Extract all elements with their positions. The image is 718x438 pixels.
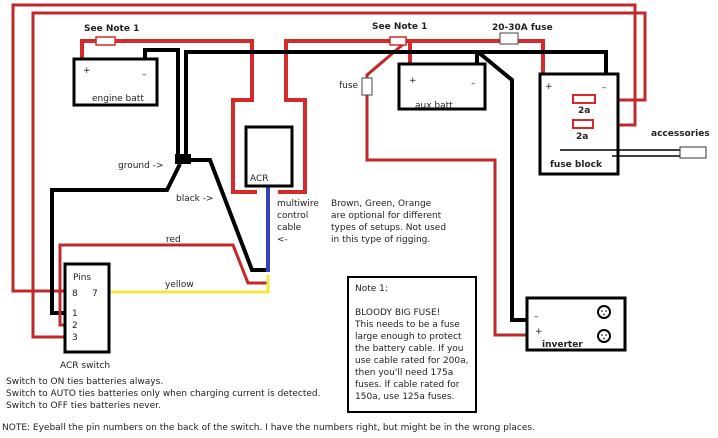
fuse-2a-2 [572, 119, 594, 129]
inverter-positive-wire [365, 39, 527, 337]
outlet-icon [597, 329, 611, 343]
multiwire-label: control [277, 211, 308, 221]
engine-ground-wire [143, 48, 180, 158]
note-line: large enough to protect [355, 332, 462, 342]
inverter-minus: – [534, 312, 539, 322]
note-line: types of setups. Not used [331, 223, 446, 233]
inverter-negative-wire [476, 50, 527, 322]
inverter-label: inverter [542, 340, 583, 350]
note-line: then you'll need 175a [355, 368, 453, 378]
engine-batt-minus: – [142, 70, 147, 80]
note-line: fuses. If cable rated for [355, 380, 460, 390]
note-line: BLOODY BIG FUSE! [355, 308, 440, 318]
note-1-box: Note 1: BLOODY BIG FUSE! This needs to b… [347, 276, 477, 413]
fuse-block-plus: + [545, 82, 553, 92]
footer-note: NOTE: Eyeball the pin numbers on the bac… [2, 423, 535, 433]
pin-2: 2 [72, 321, 78, 331]
inline-fuse-label: fuse [339, 81, 359, 91]
inverter-inline-fuse [361, 77, 373, 96]
inverter [525, 296, 627, 352]
multiwire-label: multiwire [277, 199, 319, 209]
note-line: Brown, Green, Orange [331, 199, 432, 209]
outer-red-wire-pin3 [31, 11, 647, 339]
acr-black-wire [190, 158, 268, 272]
switch-ground-wire [50, 163, 182, 315]
switch-note-off: Switch to OFF ties batteries never. [6, 401, 161, 411]
accessories-plug [679, 146, 707, 159]
yellow-control-wire [110, 275, 270, 294]
fuse-2a-2-label: 2a [576, 132, 588, 142]
red-label: red [166, 235, 181, 245]
note-line: This needs to be a fuse [354, 320, 460, 330]
aux-batt-label: aux batt [415, 101, 453, 111]
pin-7: 7 [92, 289, 98, 299]
see-note-1-left: See Note 1 [84, 24, 139, 34]
engine-batt-label: engine batt [92, 94, 144, 104]
acr-label: ACR [250, 174, 269, 184]
optional-wires-note: Brown, Green, Orange are optional for di… [331, 199, 446, 245]
main-ground-wire [184, 50, 608, 158]
yellow-label: yellow [165, 280, 194, 290]
note-line: 150a, use 125a fuses. [355, 392, 454, 402]
outlet-icon [597, 305, 611, 319]
note-line: in this type of rigging. [331, 235, 430, 245]
aux-batt-plus: + [409, 76, 417, 86]
note-line: use cable rated for 200a, [355, 356, 469, 366]
pin-8: 8 [72, 289, 78, 299]
note-line: the battery cable. If you [355, 344, 464, 354]
see-note-1-right: See Note 1 [372, 22, 427, 32]
accessories-label: accessories [651, 129, 710, 139]
fuse-2a-1 [572, 94, 596, 104]
black-label: black -> [176, 194, 214, 204]
main-fuse-label: 20-30A fuse [492, 23, 553, 33]
engine-positive-wire [80, 39, 257, 194]
aux-positive-wire [278, 39, 545, 194]
pin-1: 1 [72, 309, 78, 319]
engine-battery [72, 57, 159, 107]
red-control-wire [58, 243, 268, 327]
ground-junction [175, 154, 191, 164]
note-line: are optional for different [331, 211, 442, 221]
note-1-title: Note 1: [355, 284, 388, 294]
multiwire-label: cable [277, 223, 302, 233]
fuse-2a-1-label: 2a [578, 106, 590, 116]
pins-title: Pins [73, 273, 91, 283]
acr-switch [63, 262, 111, 354]
engine-big-fuse [95, 36, 116, 46]
aux-big-fuse [389, 36, 407, 46]
acr-switch-label: ACR switch [60, 361, 110, 371]
outer-red-wire-pin8 [11, 3, 637, 293]
switch-note-auto: Switch to AUTO ties batteries only when … [6, 389, 320, 399]
main-20-30a-fuse [499, 32, 519, 45]
acr-relay [244, 125, 294, 188]
engine-batt-plus: + [83, 66, 91, 76]
aux-battery [397, 62, 487, 111]
ground-label: ground -> [118, 161, 164, 171]
inverter-plus: + [535, 327, 543, 337]
switch-note-on: Switch to ON ties batteries always. [6, 377, 163, 387]
aux-batt-minus: – [471, 79, 476, 89]
fuse-block-minus: – [602, 83, 607, 93]
fuse-block-label: fuse block [550, 160, 603, 170]
pin-3: 3 [72, 333, 78, 343]
multiwire-label: <- [277, 235, 288, 245]
